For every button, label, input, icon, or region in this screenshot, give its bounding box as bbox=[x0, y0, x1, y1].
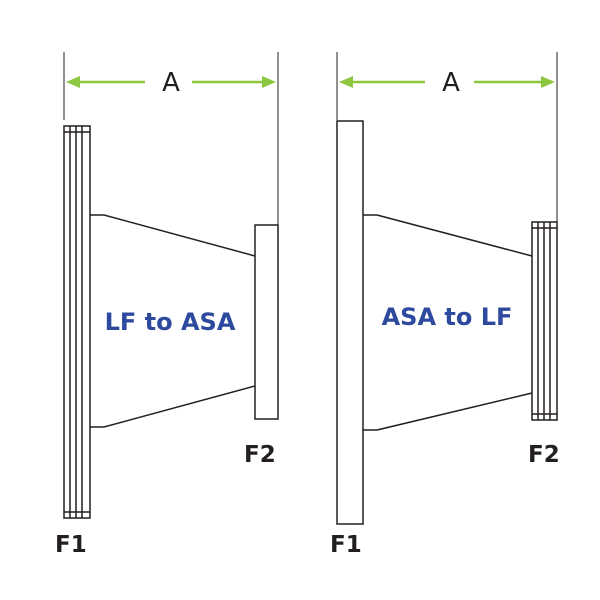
right-small-lf-flange bbox=[531, 221, 558, 421]
left-small-asa-flange bbox=[254, 224, 279, 420]
left-port-f2-label: F2 bbox=[244, 442, 276, 468]
left-dimension-label: A bbox=[162, 68, 180, 98]
left-conical-body bbox=[90, 214, 256, 428]
right-large-asa-flange bbox=[336, 120, 364, 525]
right-dimension-label: A bbox=[442, 68, 460, 98]
left-large-lf-flange bbox=[63, 125, 91, 519]
left-adapter: A LF to ASA F1 F2 bbox=[55, 52, 279, 558]
right-port-f2-label: F2 bbox=[528, 442, 560, 468]
right-dimension-arrow bbox=[339, 76, 555, 88]
right-adapter-title: ASA to LF bbox=[382, 303, 513, 331]
right-port-f1-label: F1 bbox=[330, 532, 362, 558]
left-port-f1-label: F1 bbox=[55, 532, 87, 558]
left-adapter-title: LF to ASA bbox=[105, 308, 236, 336]
right-adapter: A ASA to LF F1 F2 bbox=[330, 52, 560, 558]
right-conical-body bbox=[363, 214, 533, 431]
left-dimension-arrow bbox=[66, 76, 276, 88]
